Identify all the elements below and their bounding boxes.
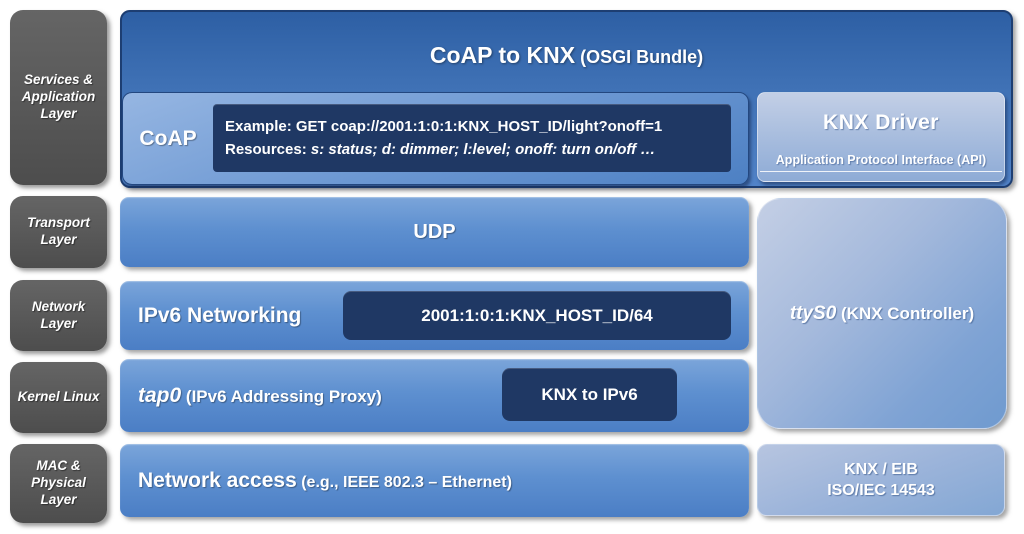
network-access-description: (e.g., IEEE 802.3 – Ethernet) [296, 473, 512, 491]
coap-box: CoAP Example: GET coap://2001:1:0:1:KNX_… [122, 92, 749, 185]
layer-label-text: Services & Application Layer [21, 72, 96, 121]
layer-label-text: Network Layer [31, 298, 86, 331]
divider [760, 171, 1002, 172]
network-access-box: Network access (e.g., IEEE 802.3 – Ether… [120, 444, 749, 517]
tap0-description: (IPv6 Addressing Proxy) [181, 386, 382, 406]
layer-label-kernel-linux: Kernel Linux [10, 362, 107, 433]
resources-text: s: status; d: dimmer; l:level; onoff: tu… [310, 141, 656, 158]
udp-label: UDP [413, 220, 456, 243]
tap0-label: tap0 (IPv6 Addressing Proxy) [120, 384, 382, 408]
knx-driver-subtitle: Application Protocol Interface (API) [775, 153, 987, 167]
ttys0-controller-box: ttyS0 (KNX Controller) [757, 198, 1007, 429]
ttys0-label: ttyS0 (KNX Controller) [790, 303, 974, 325]
layer-label-text: Kernel Linux [17, 389, 100, 405]
resources-prefix: Resources: [225, 141, 311, 158]
knx-eib-line1: KNX / EIB [844, 460, 918, 478]
knx-to-ipv6-box: KNX to IPv6 [502, 368, 677, 421]
ipv6-networking-label: IPv6 Networking [138, 303, 302, 327]
knx-driver-footer-strip [758, 172, 1004, 181]
layer-label-network: Network Layer [10, 280, 107, 351]
tap0-proxy-box: tap0 (IPv6 Addressing Proxy) KNX to IPv6 [120, 359, 749, 432]
network-access-name: Network access [138, 468, 297, 492]
ttys0-description: (KNX Controller) [836, 303, 975, 323]
layer-label-mac-physical: MAC & Physical Layer [10, 444, 107, 523]
knx-driver-title: KNX Driver [823, 111, 939, 134]
ipv6-address-text: 2001:1:0:1:KNX_HOST_ID/64 [421, 305, 653, 325]
bundle-title-main: CoAP to KNX [429, 42, 576, 68]
coap-label: CoAP [139, 126, 197, 150]
knx-to-ipv6-label: KNX to IPv6 [541, 384, 638, 404]
layer-label-text: MAC & Physical Layer [31, 458, 86, 507]
example-text: GET coap://2001:1:0:1:KNX_HOST_ID/light?… [295, 118, 663, 135]
knx-eib-line2: ISO/IEC 14543 [827, 481, 935, 499]
knx-eib-box: KNX / EIB ISO/IEC 14543 [757, 444, 1005, 516]
knx-driver-box: KNX Driver Application Protocol Interfac… [757, 92, 1005, 182]
ipv6-networking-box: IPv6 Networking 2001:1:0:1:KNX_HOST_ID/6… [120, 281, 749, 350]
coap-resources-line: Resources: s: status; d: dimmer; l:level… [225, 141, 731, 158]
layer-label-services-application: Services & Application Layer [10, 10, 107, 185]
coap-example-box: Example: GET coap://2001:1:0:1:KNX_HOST_… [213, 104, 731, 172]
coap-example-line: Example: GET coap://2001:1:0:1:KNX_HOST_… [225, 118, 731, 135]
layer-label-text: Transport Layer [27, 215, 90, 247]
udp-box: UDP [120, 197, 749, 267]
bundle-title-suffix: (OSGI Bundle) [575, 47, 704, 67]
layer-label-transport: Transport Layer [10, 196, 107, 268]
bundle-title: CoAP to KNX (OSGI Bundle) [122, 42, 1011, 69]
example-prefix: Example: [225, 118, 296, 135]
network-access-label: Network access (e.g., IEEE 802.3 – Ether… [120, 469, 512, 493]
ttys0-name: ttyS0 [789, 302, 837, 324]
tap0-name: tap0 [138, 383, 182, 407]
ipv6-address-box: 2001:1:0:1:KNX_HOST_ID/64 [343, 291, 731, 340]
